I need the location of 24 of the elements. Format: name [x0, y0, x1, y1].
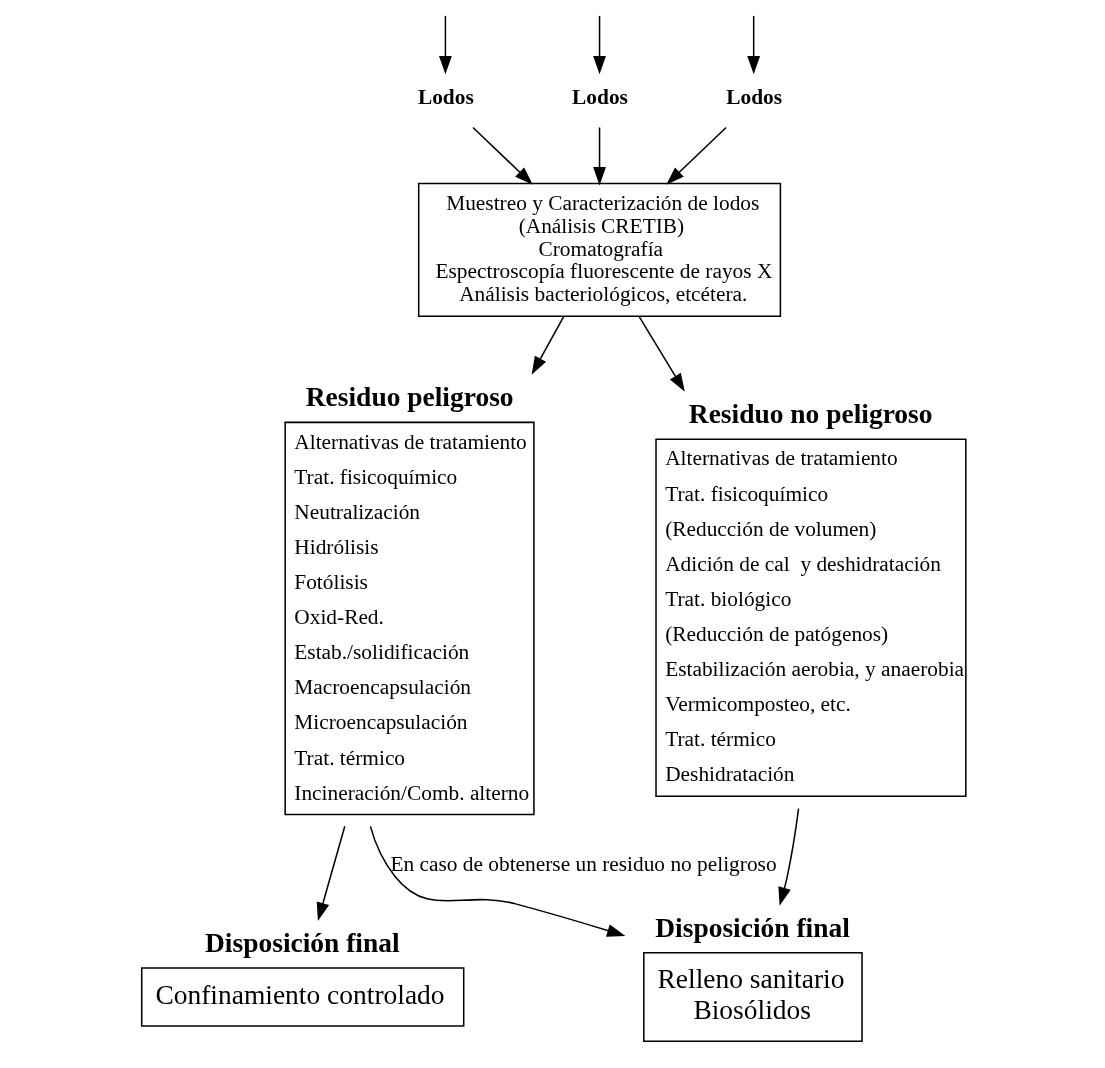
- arrow: [592, 15, 606, 75]
- edge-label: En caso de obtenerse un residuo no peligroso: [389, 851, 777, 876]
- node-box: Muestreo y Caracterización de lodos (Análisis CRETIB) Cromatografía Espectroscopía fluorescente de rayos X Análisis bacteriológicos, etcétera.: [417, 182, 781, 318]
- node-box: Relleno sanitario Biosólidos: [642, 951, 863, 1042]
- node-box: Alternativas de tratamiento Trat. fisicoquímico Neutralización Hidrólisis Fotólisis Oxid-Red. Estab./solidificación Macroencapsulación Microencapsulación Trat. térmico Incineración/Comb. alterno: [283, 421, 535, 816]
- arrow: [592, 126, 606, 186]
- arrow: [665, 126, 727, 185]
- node-text: Lodos: [417, 84, 474, 109]
- arrow: [637, 315, 685, 392]
- node-label: Residuo peligroso: [305, 382, 514, 413]
- node-label: Disposición final: [654, 912, 850, 943]
- arrow: [746, 15, 760, 75]
- arrow: [316, 825, 346, 921]
- node-text: Lodos: [725, 84, 782, 109]
- arrow: [471, 126, 533, 185]
- node-text: Lodos: [571, 84, 628, 109]
- arrow: [531, 315, 564, 375]
- arrow: [777, 807, 799, 906]
- node-box: Confinamiento controlado: [140, 967, 464, 1027]
- arrow: [438, 15, 452, 75]
- node-label: Disposición final: [204, 927, 400, 958]
- arrow: [369, 825, 625, 937]
- node-label: Residuo no peligroso: [688, 398, 933, 429]
- node-box: Alternativas de tratamiento Trat. fisicoquímico (Reducción de volumen) Adición de cal y deshidratación Trat. biológico (Reducción de patógenos) Estabilización aerobia, y anaerobia Vermicomposteo, etc. Trat. térmico Deshidratación: [654, 438, 967, 798]
